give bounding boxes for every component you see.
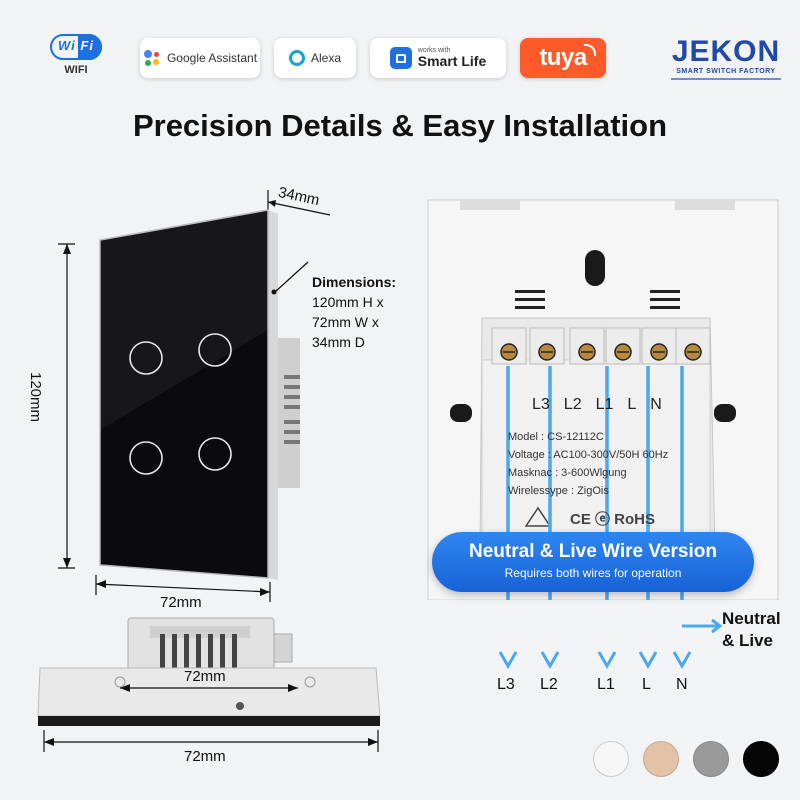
width-label: 72mm bbox=[160, 594, 202, 611]
wire-label-l2: L2 bbox=[540, 676, 558, 693]
bottom-outer-width-label: 72mm bbox=[184, 748, 226, 765]
alexa-icon bbox=[288, 50, 305, 66]
tuya-badge: tuya bbox=[520, 38, 606, 78]
wire-label-l: L bbox=[642, 676, 651, 693]
glass-panel bbox=[99, 209, 269, 579]
front-view-illustration bbox=[58, 190, 331, 602]
color-swatch-gold[interactable] bbox=[643, 741, 679, 777]
wifi-logo-text: Wi Fi bbox=[58, 38, 94, 53]
banner-subtitle: Requires both wires for operation bbox=[504, 566, 682, 580]
product-label-text: Model : CS-12112C Voltage : AC100-300V/5… bbox=[508, 428, 668, 500]
brand-logo: JEKON SMART SWITCH FACTORY bbox=[664, 36, 788, 80]
label-voltage: Voltage : AC100-300V/50H 60Hz bbox=[508, 449, 669, 461]
terminal-blocks bbox=[491, 327, 711, 365]
tuya-signal-icon bbox=[584, 44, 596, 56]
terminal-label-l: L bbox=[627, 396, 637, 413]
smart-life-badge: works with Smart Life bbox=[370, 38, 506, 78]
color-swatch-grey[interactable] bbox=[693, 741, 729, 777]
bottom-view-illustration bbox=[37, 617, 381, 752]
smart-life-icon bbox=[389, 47, 412, 69]
smart-life-label: Smart Life bbox=[417, 53, 487, 70]
dimensions-line-width: 72mm W x bbox=[312, 314, 379, 330]
terminal-labels: L3 L2 L1 L N bbox=[532, 396, 692, 414]
label-masknac: Masknac : 3-600Wlgung bbox=[508, 467, 627, 479]
touch-button-top-left bbox=[129, 341, 163, 375]
label-wireless: Wirelessype : ZigOis bbox=[508, 485, 609, 497]
terminal-label-l3: L3 bbox=[532, 396, 550, 413]
wire-label-l1: L1 bbox=[597, 676, 615, 693]
touch-button-top-right bbox=[198, 333, 232, 367]
alexa-label: Alexa bbox=[310, 51, 342, 65]
dimensions-title: Dimensions: bbox=[312, 274, 397, 290]
color-swatch-black[interactable] bbox=[743, 741, 779, 777]
banner-title: Neutral & Live Wire Version bbox=[469, 541, 717, 562]
certification-marks: CE ⓔ RoHS bbox=[570, 511, 656, 528]
brand-underline bbox=[671, 78, 781, 80]
wifi-logo-icon: Wi Fi bbox=[50, 34, 102, 60]
wire-version-banner: Neutral & Live Wire Version Requires bot… bbox=[432, 532, 754, 592]
wire-label-n: N bbox=[676, 676, 688, 693]
dimensions-spec: Dimensions: 120mm H x 72mm W x 34mm D bbox=[312, 272, 396, 352]
alexa-badge: Alexa bbox=[274, 38, 356, 78]
terminal-label-n: N bbox=[650, 396, 662, 413]
google-assistant-badge: Google Assistant bbox=[140, 38, 260, 78]
brand-name: JEKON bbox=[671, 35, 781, 68]
wifi-label: WIFI bbox=[64, 64, 88, 76]
height-label: 120mm bbox=[27, 372, 44, 423]
smart-life-small-text: works with bbox=[417, 46, 451, 54]
switch-side-body bbox=[268, 210, 278, 580]
label-model: Model : CS-12112C bbox=[508, 431, 604, 443]
color-swatch-white[interactable] bbox=[593, 741, 629, 777]
wire-arrowheads bbox=[498, 618, 723, 670]
google-assistant-icon bbox=[143, 49, 161, 67]
dimensions-line-depth: 34mm D bbox=[312, 334, 365, 350]
terminal-label-l2: L2 bbox=[563, 396, 582, 413]
touch-button-bottom-left bbox=[129, 441, 163, 475]
wire-label-l3: L3 bbox=[497, 676, 515, 693]
brand-tagline: SMART SWITCH FACTORY bbox=[676, 68, 776, 75]
neutral-live-callout: Neutral & Live bbox=[722, 608, 781, 652]
touch-button-bottom-right bbox=[198, 437, 232, 471]
wifi-badge: Wi Fi WIFI bbox=[48, 34, 104, 82]
callout-line1: Neutral bbox=[722, 609, 781, 628]
dimensions-line-height: 120mm H x bbox=[312, 294, 384, 310]
bottom-inner-width-label: 72mm bbox=[184, 668, 226, 685]
tuya-logo: tuya bbox=[539, 44, 587, 71]
callout-line2: & Live bbox=[722, 631, 774, 650]
google-assistant-label: Google Assistant bbox=[166, 51, 258, 65]
page-title: Precision Details & Easy Installation bbox=[132, 108, 668, 143]
terminal-label-l1: L1 bbox=[595, 396, 614, 413]
